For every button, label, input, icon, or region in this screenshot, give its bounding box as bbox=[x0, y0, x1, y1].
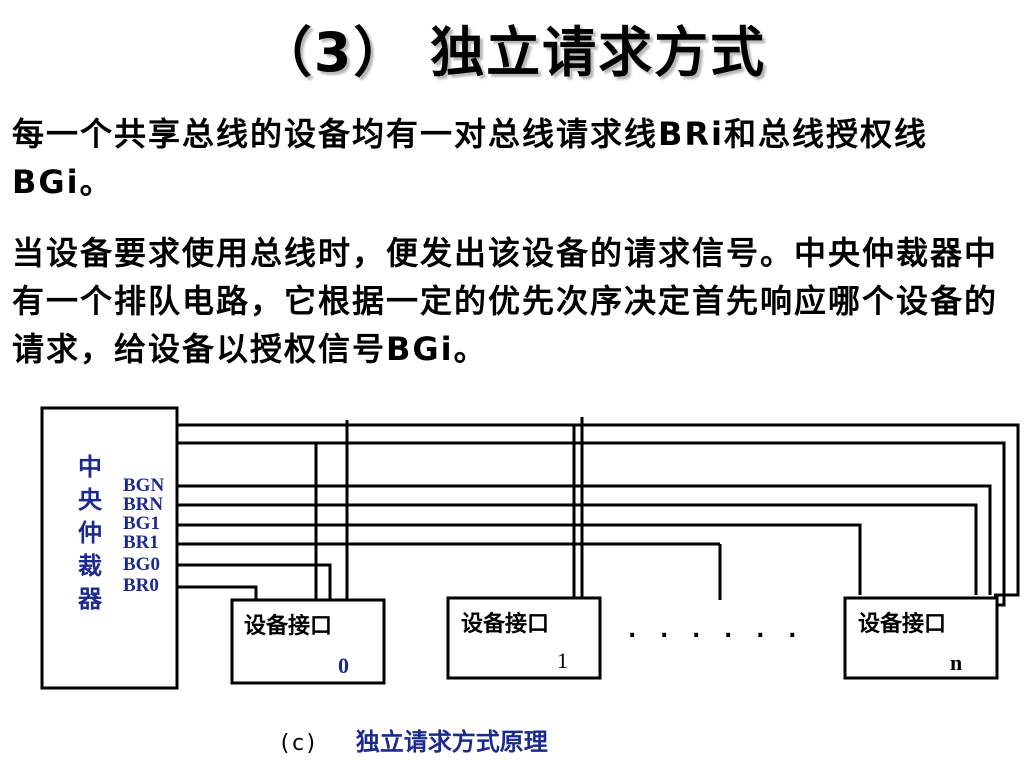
caption-text: 独立请求方式原理 bbox=[355, 728, 548, 756]
slide-title: （3） 独立请求方式 bbox=[257, 21, 767, 84]
signal-label-bgn: BGN bbox=[123, 475, 164, 496]
device-index-n: n bbox=[950, 650, 962, 675]
device-box-1 bbox=[446, 596, 602, 680]
figure-caption: (c) 独立请求方式原理 bbox=[278, 722, 548, 757]
bus-wires bbox=[177, 417, 1020, 607]
arbiter-label-char: 裁 bbox=[78, 551, 102, 580]
wire-bg0 bbox=[177, 563, 332, 600]
paragraph-detail: 当设备要求使用总线时，便发出该设备的请求信号。中央仲裁器中有一个排队电路，它根据… bbox=[12, 234, 999, 368]
ellipsis-dots: . . . . . . bbox=[628, 618, 804, 643]
arbiter-label: 中央仲裁器 bbox=[77, 452, 103, 613]
arbiter-label-char: 央 bbox=[78, 485, 103, 514]
arbiter-label-char: 器 bbox=[77, 584, 103, 613]
signal-label-brn: BRN bbox=[123, 494, 163, 515]
bus-line-top-2 bbox=[177, 441, 1006, 607]
central-arbiter-box bbox=[40, 406, 179, 690]
signal-label-bg1: BG1 bbox=[123, 513, 160, 534]
device-box-n bbox=[843, 596, 999, 680]
device-index-0: 0 bbox=[338, 653, 349, 678]
paragraph-intro: 每一个共享总线的设备均有一对总线请求线BRi和总线授权线BGi。 bbox=[12, 115, 929, 201]
wire-bgn bbox=[177, 484, 992, 595]
device-label-0: 设备接口 bbox=[244, 613, 332, 639]
device-box-0 bbox=[230, 598, 386, 685]
wire-brn bbox=[177, 503, 978, 595]
device-index-1: 1 bbox=[557, 648, 568, 673]
signal-label-bg0: BG0 bbox=[123, 554, 160, 575]
device-label-n: 设备接口 bbox=[858, 611, 946, 637]
signal-label-br0: BR0 bbox=[123, 575, 159, 596]
caption-letter: (c) bbox=[278, 731, 318, 756]
wire-br0 bbox=[177, 585, 258, 600]
signal-label-br1: BR1 bbox=[123, 532, 159, 553]
independent-request-diagram: 中央仲裁器 BGN BRN BG1 BR1 BG0 BR0 设备接口 0 bbox=[40, 406, 1020, 690]
bus-line-top-1 bbox=[177, 423, 1020, 597]
arbiter-label-char: 仲 bbox=[78, 518, 102, 547]
device-label-1: 设备接口 bbox=[461, 611, 549, 637]
wire-bg1 bbox=[177, 523, 862, 595]
arbiter-label-char: 中 bbox=[78, 452, 102, 481]
